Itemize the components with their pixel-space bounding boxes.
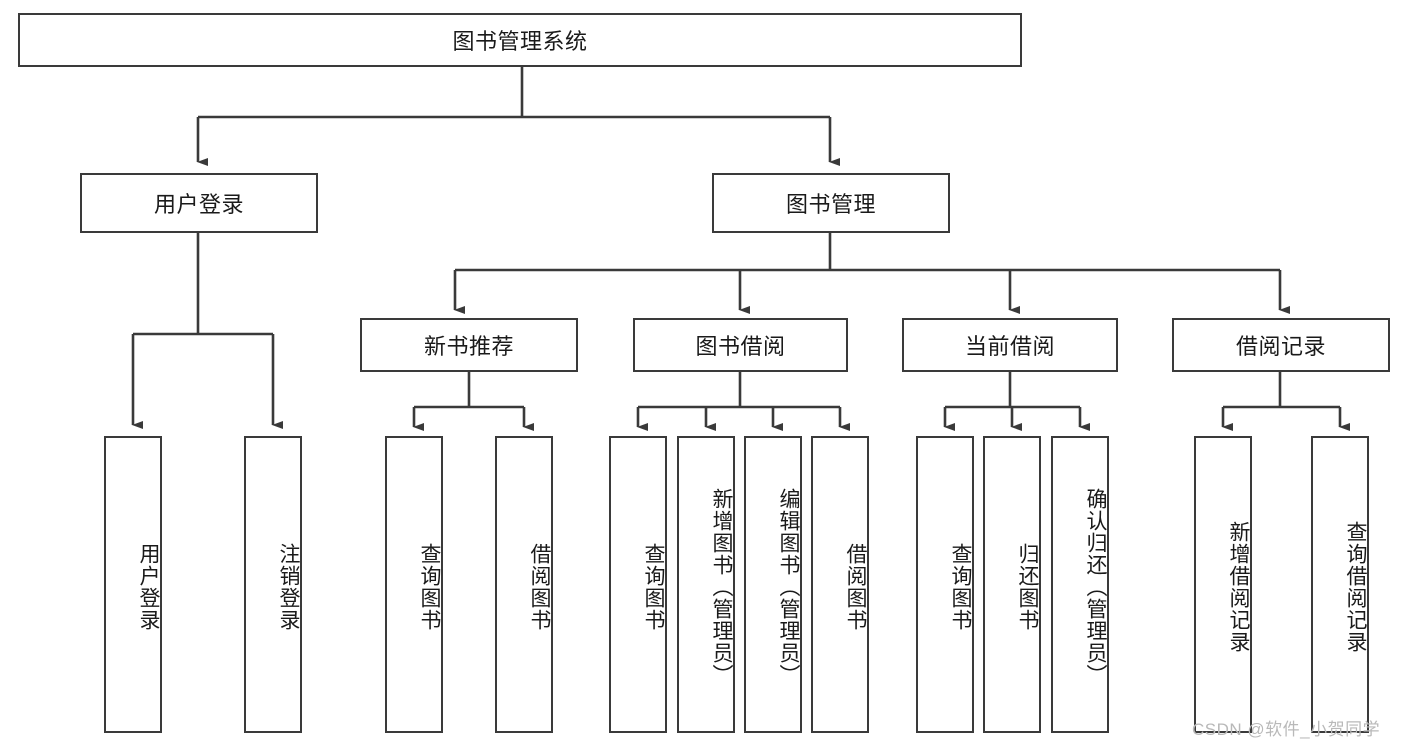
leaf-edit-book-admin[interactable]: 编辑图书（管理员）	[744, 436, 802, 733]
leaf-user-login[interactable]: 用户登录	[104, 436, 162, 733]
node-label: 查询图书	[642, 542, 665, 631]
leaf-query-book-recommend[interactable]: 查询图书	[385, 436, 443, 733]
node-label: 用户登录	[137, 542, 160, 631]
node-label: 新书推荐	[423, 334, 514, 359]
leaf-query-book-current[interactable]: 查询图书	[916, 436, 974, 733]
node-current-borrow[interactable]: 当前借阅	[902, 318, 1118, 372]
node-label: 归还图书	[1016, 542, 1039, 631]
leaf-confirm-return-admin[interactable]: 确认归还（管理员）	[1051, 436, 1109, 733]
node-book-borrow[interactable]: 图书借阅	[633, 318, 848, 372]
node-label: 借阅图书	[844, 542, 867, 631]
node-label: 新增借阅记录	[1227, 520, 1250, 653]
node-new-book-recommend[interactable]: 新书推荐	[360, 318, 578, 372]
node-label: 用户登录	[153, 192, 244, 217]
node-label: 新增图书（管理员）	[710, 487, 733, 686]
leaf-query-book-borrow[interactable]: 查询图书	[609, 436, 667, 733]
node-label: 图书借阅	[695, 334, 786, 359]
node-label: 查询借阅记录	[1344, 520, 1367, 653]
node-label: 查询图书	[418, 542, 441, 631]
node-label: 确认归还（管理员）	[1084, 487, 1107, 686]
node-user-login[interactable]: 用户登录	[80, 173, 318, 233]
leaf-return-book[interactable]: 归还图书	[983, 436, 1041, 733]
leaf-logout-login[interactable]: 注销登录	[244, 436, 302, 733]
leaf-borrow-book[interactable]: 借阅图书	[811, 436, 869, 733]
node-label: 查询图书	[949, 542, 972, 631]
node-book-management[interactable]: 图书管理	[712, 173, 950, 233]
node-label: 借阅图书	[528, 542, 551, 631]
node-borrow-record[interactable]: 借阅记录	[1172, 318, 1390, 372]
leaf-add-book-admin[interactable]: 新增图书（管理员）	[677, 436, 735, 733]
node-label: 图书管理系统	[452, 29, 588, 54]
node-label: 图书管理	[785, 192, 876, 217]
csdn-watermark: CSDN @软件_小贺同学	[1192, 720, 1381, 739]
leaf-borrow-book-recommend[interactable]: 借阅图书	[495, 436, 553, 733]
leaf-add-borrow-record[interactable]: 新增借阅记录	[1194, 436, 1252, 733]
node-label: 注销登录	[277, 542, 300, 631]
node-label: 当前借阅	[964, 334, 1055, 359]
node-label: 借阅记录	[1235, 334, 1326, 359]
node-root-system[interactable]: 图书管理系统	[18, 13, 1022, 67]
node-label: 编辑图书（管理员）	[777, 487, 800, 686]
leaf-query-borrow-record[interactable]: 查询借阅记录	[1311, 436, 1369, 733]
